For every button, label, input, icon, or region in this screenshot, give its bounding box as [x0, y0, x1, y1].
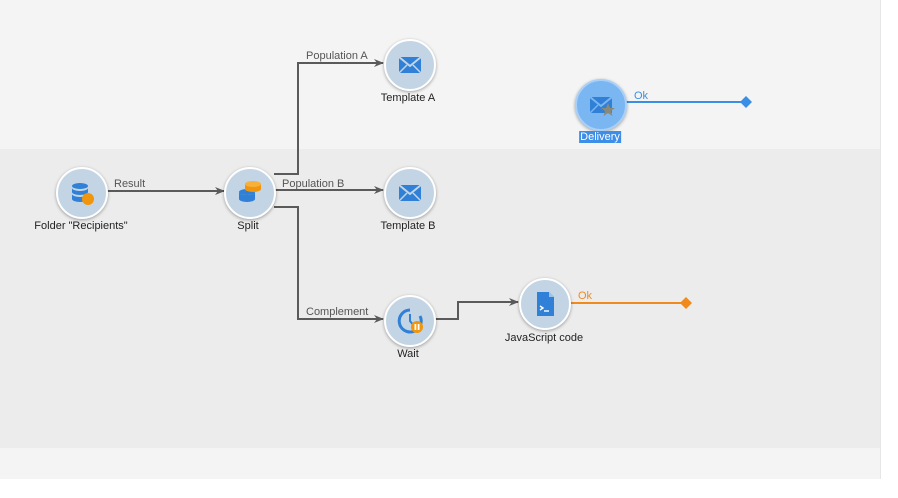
- activity-label-delivery: Delivery: [579, 131, 621, 143]
- envelope-icon: [398, 56, 422, 74]
- canvas-band-top: [0, 0, 880, 149]
- envelope-icon: [398, 184, 422, 202]
- link-wait-to-javascript[interactable]: [434, 298, 519, 320]
- edge-label-javascript-ok: Ok: [578, 290, 593, 302]
- activity-label-template-a: Template A: [380, 92, 436, 104]
- activity-label-template-b: Template B: [380, 220, 436, 232]
- edge-label-complement: Complement: [306, 306, 369, 318]
- edge-label-result: Result: [114, 178, 146, 190]
- activity-label-wait: Wait: [397, 348, 419, 360]
- activity-label-split: Split: [237, 220, 259, 232]
- link-population-a[interactable]: [274, 59, 384, 175]
- activity-delivery[interactable]: [575, 79, 627, 131]
- canvas-band-middle: [0, 149, 880, 448]
- activity-javascript-code[interactable]: [519, 278, 571, 330]
- clock-pause-icon: [397, 308, 423, 334]
- activity-template-b[interactable]: [384, 167, 436, 219]
- activity-wait[interactable]: [384, 295, 436, 347]
- activity-folder-recipients[interactable]: [56, 167, 108, 219]
- canvas-right-border: [880, 0, 881, 479]
- activity-split[interactable]: [224, 167, 276, 219]
- script-file-icon: [537, 292, 554, 316]
- activity-label-javascript-code: JavaScript code: [504, 332, 584, 344]
- canvas-band-bottom: [0, 448, 880, 479]
- activity-label-folder-recipients: Folder "Recipients": [34, 220, 128, 232]
- edge-label-delivery-ok: Ok: [634, 90, 649, 102]
- edge-label-population-a: Population A: [306, 50, 368, 62]
- ok-transition-handle-blue[interactable]: [740, 96, 752, 108]
- link-complement[interactable]: [274, 206, 384, 323]
- ok-transition-handle-orange[interactable]: [680, 297, 692, 309]
- split-icon: [239, 181, 261, 202]
- edge-label-population-b: Population B: [282, 178, 345, 190]
- database-folder-icon: [72, 183, 94, 205]
- activity-template-a[interactable]: [384, 39, 436, 91]
- envelope-star-icon: [589, 96, 615, 116]
